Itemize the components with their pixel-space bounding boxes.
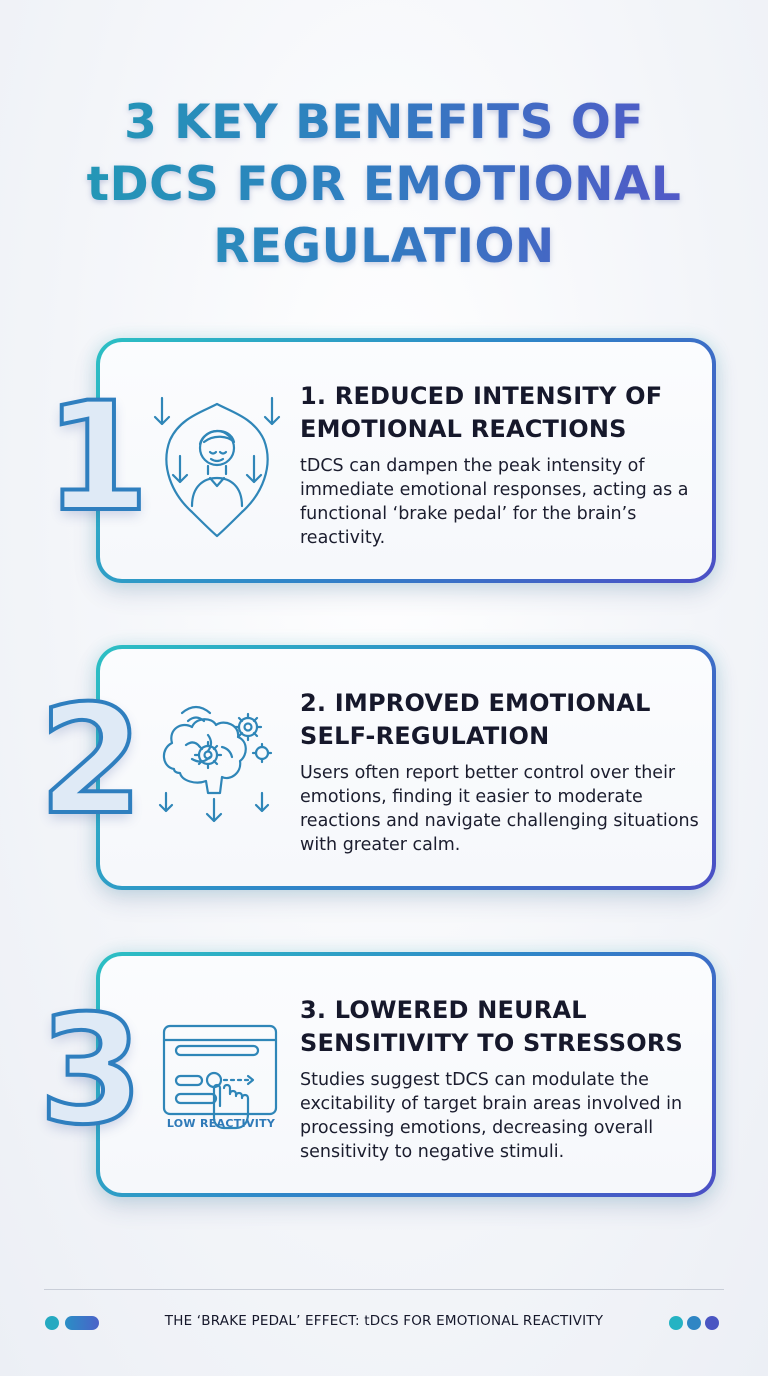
slider-hand-icon <box>152 996 282 1156</box>
dot-icon <box>687 1316 701 1330</box>
number-two: 2 <box>37 674 145 848</box>
title-line-2: tDCS FOR EMOTIONAL <box>86 157 682 212</box>
benefit-card-2: 2. IMPROVED EMOTIONAL SELF-REGULATION Us… <box>96 645 716 890</box>
page-title: 3 KEY BENEFITS OF tDCS FOR EMOTIONAL REG… <box>0 92 768 278</box>
title-line-3: REGULATION <box>213 219 555 274</box>
heading-line: 1. REDUCED INTENSITY OF <box>300 382 663 410</box>
title-line-1: 3 KEY BENEFITS OF <box>124 95 644 150</box>
calm-person-shield-icon <box>152 382 282 542</box>
heading-line: 2. IMPROVED EMOTIONAL <box>300 689 651 717</box>
benefit-card-1: 1. REDUCED INTENSITY OF EMOTIONAL REACTI… <box>96 338 716 583</box>
icon-caption: LOW REACTIVITY <box>166 1117 276 1130</box>
heading-line: EMOTIONAL REACTIONS <box>300 415 627 443</box>
dot-icon <box>669 1316 683 1330</box>
heading-line: SENSITIVITY TO STRESSORS <box>300 1029 684 1057</box>
benefit-heading-1: 1. REDUCED INTENSITY OF EMOTIONAL REACTI… <box>300 380 710 446</box>
footer-divider <box>44 1289 724 1290</box>
benefit-description-1: tDCS can dampen the peak intensity of im… <box>300 456 689 548</box>
brain-gears-icon <box>152 689 282 849</box>
benefit-description-2: Users often report better control over t… <box>300 763 699 855</box>
number-one: 1 <box>43 371 151 545</box>
benefit-heading-2: 2. IMPROVED EMOTIONAL SELF-REGULATION <box>300 687 710 753</box>
benefit-card-3: LOW REACTIVITY 3. LOWERED NEURAL SENSITI… <box>96 952 716 1197</box>
number-three: 3 <box>37 984 145 1158</box>
pill-icon <box>65 1316 99 1330</box>
heading-line: 3. LOWERED NEURAL <box>300 996 587 1024</box>
heading-line: SELF-REGULATION <box>300 722 550 750</box>
dot-icon <box>45 1316 59 1330</box>
dot-icon <box>705 1316 719 1330</box>
benefit-description-3: Studies suggest tDCS can modulate the ex… <box>300 1070 683 1162</box>
footer-caption: THE ‘BRAKE PEDAL’ EFFECT: tDCS FOR EMOTI… <box>164 1313 604 1329</box>
benefit-heading-3: 3. LOWERED NEURAL SENSITIVITY TO STRESSO… <box>300 994 710 1060</box>
